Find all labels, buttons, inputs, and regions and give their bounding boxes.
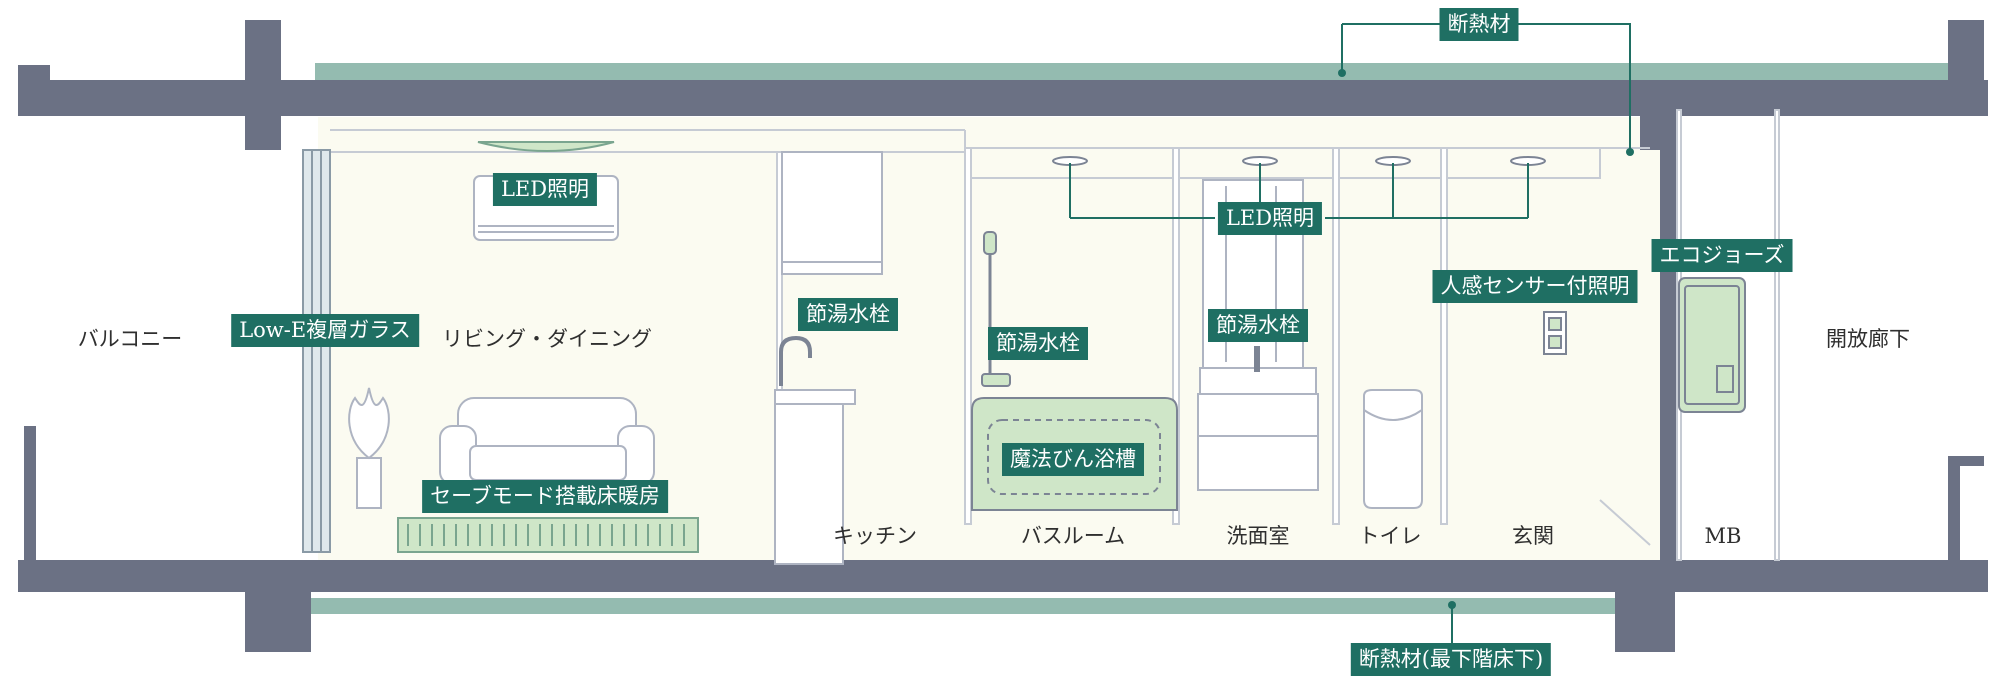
leader-dots (1338, 69, 1634, 609)
insulation-top-layer (315, 63, 1948, 81)
label-faucet-wash: 節湯水栓 (1208, 309, 1308, 342)
room-mb: MB (1704, 524, 1742, 548)
label-insulation-top: 断熱材 (1439, 8, 1519, 41)
label-ecojozu: エコジョーズ (1651, 239, 1793, 272)
room-kitchen: キッチン (833, 524, 917, 548)
room-entrance: 玄関 (1512, 524, 1554, 548)
sensor-switch (1543, 311, 1567, 355)
room-washroom: 洗面室 (1226, 524, 1290, 548)
label-thermos-bath: 魔法びん浴槽 (1002, 443, 1144, 476)
label-lowe-glass: Low-E複層ガラス (231, 314, 419, 347)
room-toilet: トイレ (1358, 524, 1422, 548)
window-glass (302, 149, 331, 553)
plant (348, 387, 390, 509)
room-bathroom: バスルーム (1020, 524, 1126, 548)
label-faucet-kitchen: 節湯水栓 (798, 298, 898, 331)
insulation-bottom-layer (310, 598, 1620, 614)
ecojozu-water-heater (1678, 277, 1746, 413)
sofa (439, 397, 655, 485)
building-structure (18, 20, 1988, 652)
kitchen-faucet (779, 335, 812, 386)
label-floor-heating: セーブモード搭載床暖房 (422, 480, 668, 513)
vanity-faucet (1254, 346, 1260, 372)
led-ceiling-light-living (477, 141, 615, 152)
kitchen-fixtures (774, 151, 883, 565)
room-corridor: 開放廊下 (1826, 327, 1910, 351)
leader-lines (1069, 23, 1631, 645)
label-faucet-bath: 節湯水栓 (988, 327, 1088, 360)
room-living-dining: リビング・ダイニング (442, 327, 652, 351)
label-led-living: LED照明 (492, 173, 598, 206)
room-balcony: バルコニー (77, 327, 183, 351)
toilet-fixture (1363, 389, 1423, 509)
floor-heating-panel (397, 517, 699, 553)
label-led-ceiling: LED照明 (1217, 202, 1323, 235)
label-insulation-bottom: 断熱材(最下階床下) (1350, 643, 1552, 676)
label-sensor-light: 人感センサー付照明 (1432, 270, 1638, 303)
